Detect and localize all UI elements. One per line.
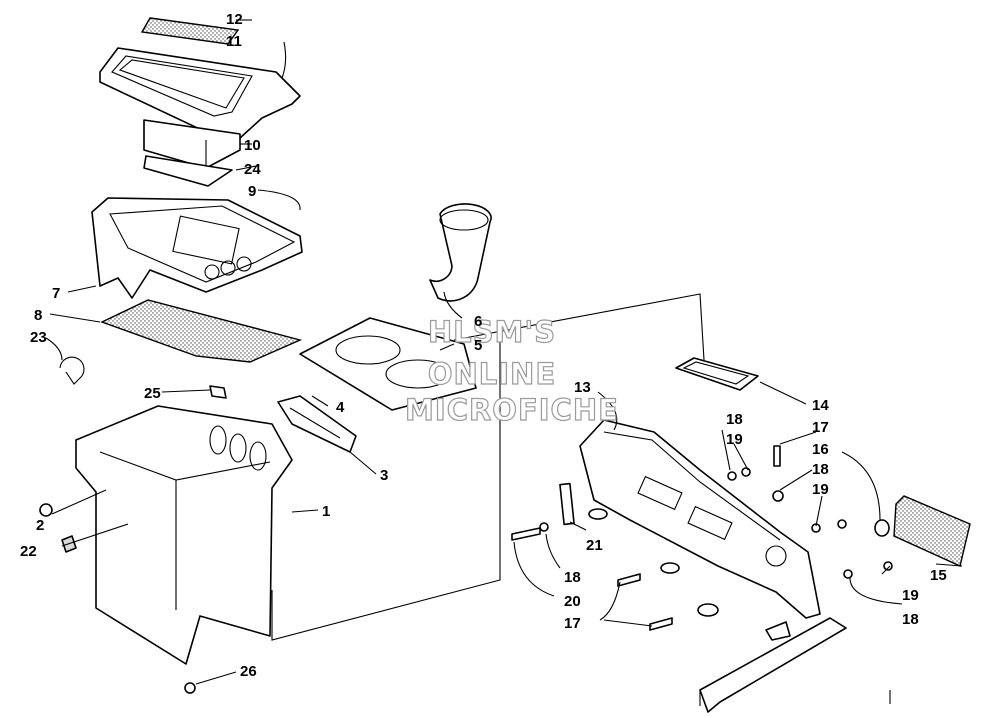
callout-label: 3 (380, 467, 388, 484)
part-21-bracket[interactable] (559, 482, 575, 526)
part-17-bolt[interactable] (649, 617, 673, 631)
part-18-washer[interactable] (843, 569, 853, 579)
silencer-assembly (511, 357, 971, 713)
part-2-grommet[interactable] (39, 503, 53, 517)
callout-label: 18 (726, 411, 743, 428)
part-23-clamp[interactable] (59, 356, 85, 385)
callout-label: 1 (322, 503, 330, 520)
callout-label: 21 (586, 537, 603, 554)
part-24-pad[interactable] (143, 155, 233, 187)
part-12-screen[interactable] (140, 17, 240, 45)
part-16-cap[interactable] (874, 519, 890, 537)
callout-label: 5 (474, 337, 482, 354)
callout-label: 4 (336, 399, 345, 416)
callout-label: 2 (36, 517, 44, 534)
part-13-silencer[interactable] (579, 419, 821, 619)
callout-label: 25 (144, 385, 161, 402)
part-washer[interactable] (660, 562, 680, 574)
callout-label: 23 (30, 329, 47, 346)
callout-label: 15 (930, 567, 947, 584)
part-7-airbox-top[interactable] (91, 197, 303, 299)
watermark-line-1: HLSM'S (428, 315, 556, 349)
part-18-washer[interactable] (772, 490, 784, 502)
callout-label: 18 (902, 611, 919, 628)
watermark: HLSM'S ONLINE MICROFICHE (404, 314, 619, 427)
part-8-foam[interactable] (100, 299, 303, 363)
connection-line (271, 340, 501, 641)
watermark-line-3: MICROFICHE (405, 393, 619, 427)
connection-line (453, 293, 705, 361)
part-1-airbox[interactable] (75, 405, 293, 665)
callout-label: 11 (226, 33, 242, 50)
callout-label: 26 (240, 663, 257, 680)
callout-label: 9 (248, 183, 256, 200)
part-26-grommet[interactable] (184, 682, 196, 694)
callout-labels: 12 11 10 24 9 7 8 23 6 5 25 4 3 1 2 22 2… (20, 11, 947, 680)
callout-label: 14 (812, 397, 829, 414)
callout-label: 22 (20, 543, 37, 560)
callout-label: 18 (564, 569, 581, 586)
part-20-bolt[interactable] (511, 527, 541, 541)
part-19-nut[interactable] (883, 561, 893, 571)
callout-label: 20 (564, 593, 581, 610)
callout-label: 6 (474, 313, 482, 330)
callout-label: 13 (574, 379, 591, 396)
callout-label: 17 (564, 615, 581, 632)
part-18-washer[interactable] (539, 522, 549, 532)
part-6-boot[interactable] (429, 203, 492, 302)
callout-label: 18 (812, 461, 829, 478)
callout-label: 19 (726, 431, 743, 448)
callout-label: 19 (812, 481, 829, 498)
part-11-lid[interactable] (99, 47, 301, 139)
part-19-nut[interactable] (837, 519, 847, 529)
part-17-bolt[interactable] (773, 445, 781, 467)
part-25-bolt[interactable] (209, 385, 227, 399)
intake-plate-assembly (299, 203, 492, 411)
part-washer[interactable] (697, 603, 719, 617)
callout-label: 17 (812, 419, 829, 436)
part-15-pad[interactable] (893, 495, 971, 567)
callout-label: 24 (244, 161, 261, 178)
airbox-assembly (39, 17, 357, 694)
part-18-washer[interactable] (727, 471, 737, 481)
callout-label: 16 (812, 441, 829, 458)
callout-label: 10 (244, 137, 261, 154)
part-17-bolt[interactable] (617, 573, 641, 587)
watermark-line-2: ONLINE (428, 357, 556, 391)
part-washer[interactable] (588, 508, 608, 520)
part-19-nut[interactable] (741, 467, 751, 477)
callout-label: 8 (34, 307, 42, 324)
callout-label: 12 (226, 11, 243, 28)
leader-lines (45, 19, 963, 704)
part-14-gasket[interactable] (675, 357, 759, 391)
part-rail[interactable] (699, 617, 847, 713)
part-mount[interactable] (765, 621, 791, 641)
callout-label: 19 (902, 587, 919, 604)
callout-label: 7 (52, 285, 60, 302)
